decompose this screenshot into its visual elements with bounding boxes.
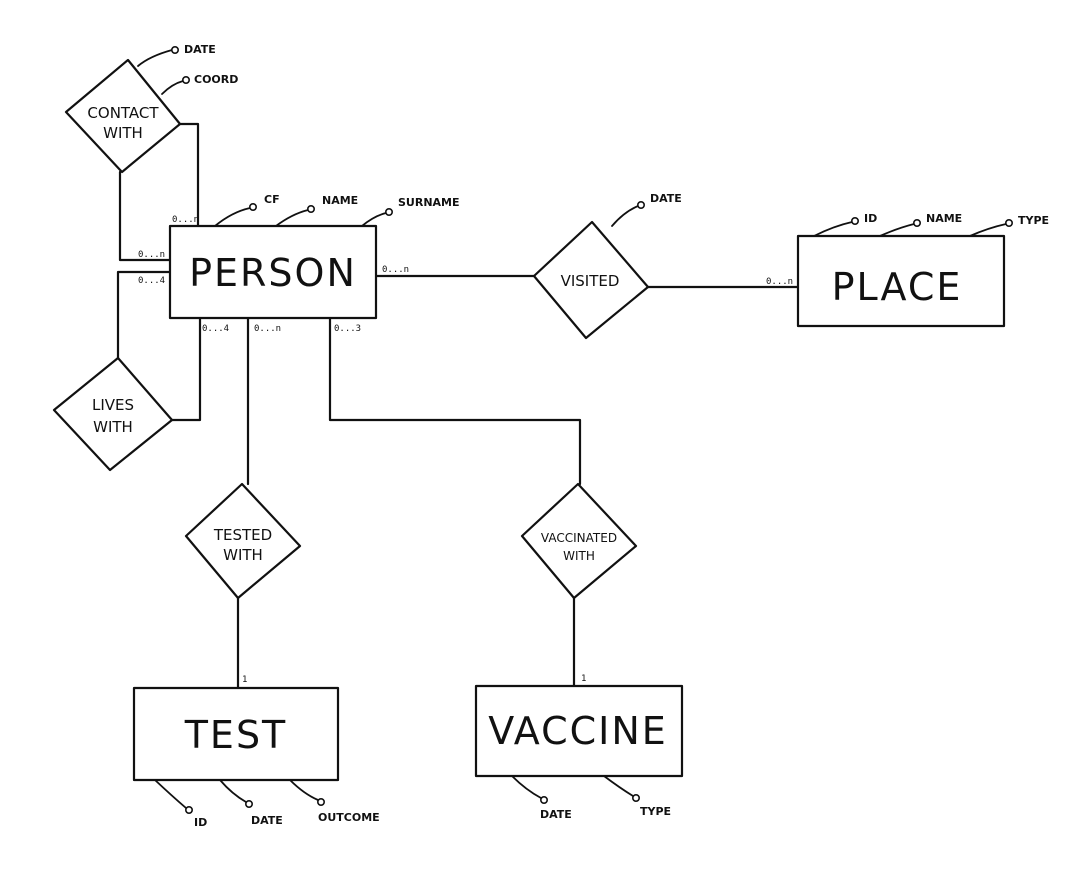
card-lives-left: 0...4 [138,276,165,286]
contact-with-line-left [118,170,172,262]
attr-person-name: NAME [322,194,358,207]
card-visited-person: 0...n [382,265,409,275]
contact-with-label-2: WITH [103,124,143,142]
entity-person: PERSON [168,224,378,320]
place-label: PLACE [832,265,963,309]
vaccinated-with-label-1: VACCINATED [541,531,617,545]
contact-with-line-top [178,122,200,228]
attr-place-id: ID [864,212,877,225]
vaccinated-with-diamond [520,482,638,600]
attr-contact-coord: COORD [194,73,238,86]
entity-vaccine: VACCINE [474,684,684,778]
attr-dot-place-name [912,219,921,228]
lives-with-label-2: WITH [93,418,133,436]
vaccine-label: VACCINE [488,709,668,753]
vaccinated-with-line-person [328,316,582,486]
cardinality-labels: 0...n 0...n 0...4 0...4 0...n 0...3 0...… [138,215,793,685]
place-box [796,234,1006,328]
card-tested-test: 1 [242,675,247,685]
card-lives-bottom: 0...4 [202,324,229,334]
person-label: PERSON [189,251,357,295]
card-visited-place: 0...n [766,277,793,287]
contact-with-label-1: CONTACT [87,104,159,122]
attr-test-date: DATE [251,814,283,827]
attr-contact-date: DATE [184,43,216,56]
relationship-contact-with: CONTACT WITH [64,58,182,174]
lives-with-line-left [116,270,172,360]
tested-with-label-1: TESTED [213,526,272,544]
lives-with-label-1: LIVES [92,396,134,414]
attr-place-name: NAME [926,212,962,225]
attr-dot-test-outcome [316,797,325,806]
entity-place: PLACE [796,234,1006,328]
tested-with-diamond [184,482,302,600]
attr-test-outcome: OUTCOME [318,811,380,824]
attribute-labels: DATE COORD CF NAME SURNAME DATE ID NAME … [184,43,1049,829]
attr-vaccine-date: DATE [540,808,572,821]
attr-dot-person-surname [384,208,393,217]
attr-dot-place-id [850,217,859,226]
attr-dot-contact-coord [182,76,191,85]
visited-diamond [532,220,650,340]
relationship-visited: VISITED [532,220,650,340]
relationship-tested-with: TESTED WITH [184,482,302,600]
attr-dot-test-date [245,799,254,808]
attr-test-id: ID [194,816,207,829]
connection-lines [116,122,800,690]
attr-visited-date: DATE [650,192,682,205]
attr-dot-vaccine-date [539,795,548,804]
attr-person-surname: SURNAME [398,196,460,209]
attr-dot-vaccine-type [631,793,640,802]
card-vaccinated-vaccine: 1 [581,674,586,684]
visited-label: VISITED [561,272,620,290]
lives-with-diamond [52,356,174,472]
relationship-lives-with: LIVES WITH [52,356,174,472]
attr-dot-visited-date [636,201,645,210]
person-box [168,224,378,320]
attr-dot-person-cf [249,203,258,212]
lives-with-line-right [170,316,202,422]
card-vaccinated-person: 0...3 [334,324,361,334]
vaccine-box [474,684,684,778]
card-contact-top: 0...n [172,215,199,225]
attr-dot-test-id [185,805,194,814]
vaccinated-with-label-2: WITH [563,549,595,563]
attr-vaccine-type: TYPE [640,805,671,818]
contact-with-diamond [64,58,182,174]
attr-person-cf: CF [264,193,280,206]
tested-with-label-2: WITH [223,546,263,564]
attribute-connectors [137,45,1013,814]
attr-dot-place-type [1004,219,1013,228]
test-box [132,686,340,782]
relationship-vaccinated-with: VACCINATED WITH [520,482,638,600]
card-contact-left: 0...n [138,250,165,260]
attr-place-type: TYPE [1018,214,1049,227]
attr-dot-person-name [306,205,315,214]
card-tested-person: 0...n [254,324,281,334]
test-label: TEST [184,713,288,757]
attr-dot-contact-date [171,45,180,54]
entity-test: TEST [132,686,340,782]
